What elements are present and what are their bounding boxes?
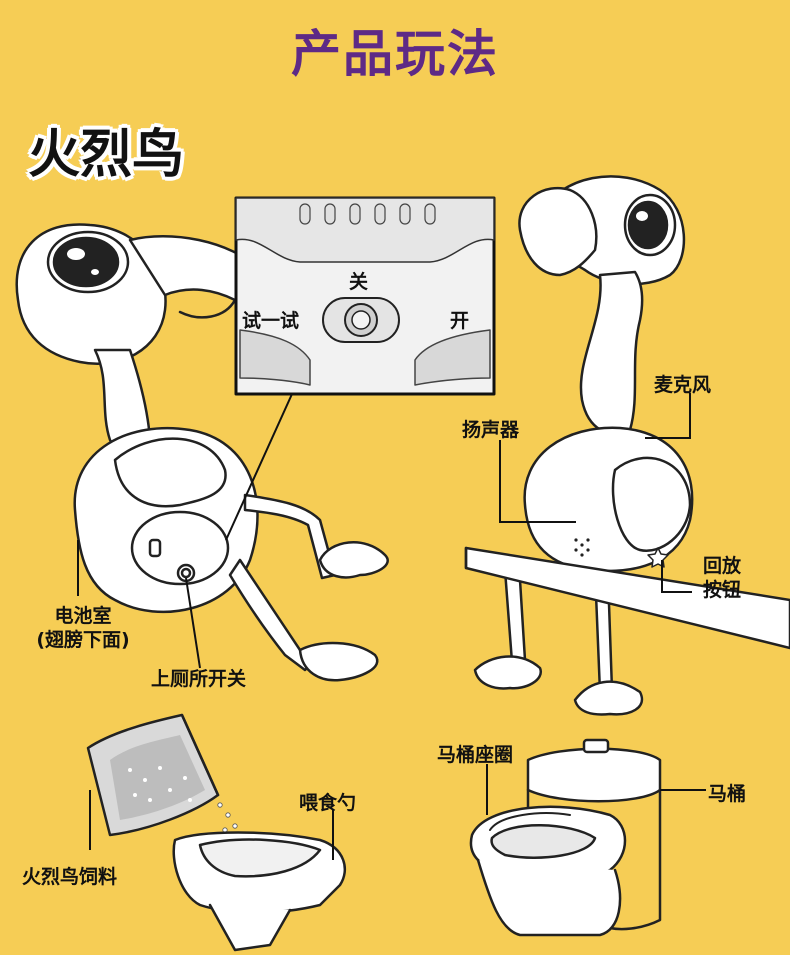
switch-inset [234,196,496,396]
toilet [469,738,662,937]
toilet-label: 马桶 [708,783,747,805]
spoon-label: 喂食勺 [299,792,357,814]
food-label: 火烈鸟饲料 [22,866,118,888]
feeding-spoon [172,831,347,952]
toilet-seat-label: 马桶座圈 [437,744,514,766]
food-bag [86,713,220,837]
switch-off-label: 关 [349,271,369,293]
section-title: 火烈鸟 [26,124,185,187]
flamingo-right [473,175,694,716]
battery-label-line1: 电池室 [54,605,112,627]
battery-label-line2: (翅膀下面) [36,629,130,651]
playback-label-line1: 回放 [702,555,741,577]
battery-label: 电池室 (翅膀下面) [24,604,142,652]
page-title: 产品玩法 [291,25,499,83]
flamingo-left [15,223,389,682]
playback-label-line2: 按钮 [702,579,741,601]
microphone-label: 麦克风 [654,374,712,396]
playback-button-label: 回放 按钮 [692,554,752,602]
potty-switch-label: 上厕所开关 [151,668,247,690]
switch-on-label: 开 [450,310,470,332]
switch-try-label: 试一试 [242,310,300,332]
speaker-label: 扬声器 [462,419,520,441]
